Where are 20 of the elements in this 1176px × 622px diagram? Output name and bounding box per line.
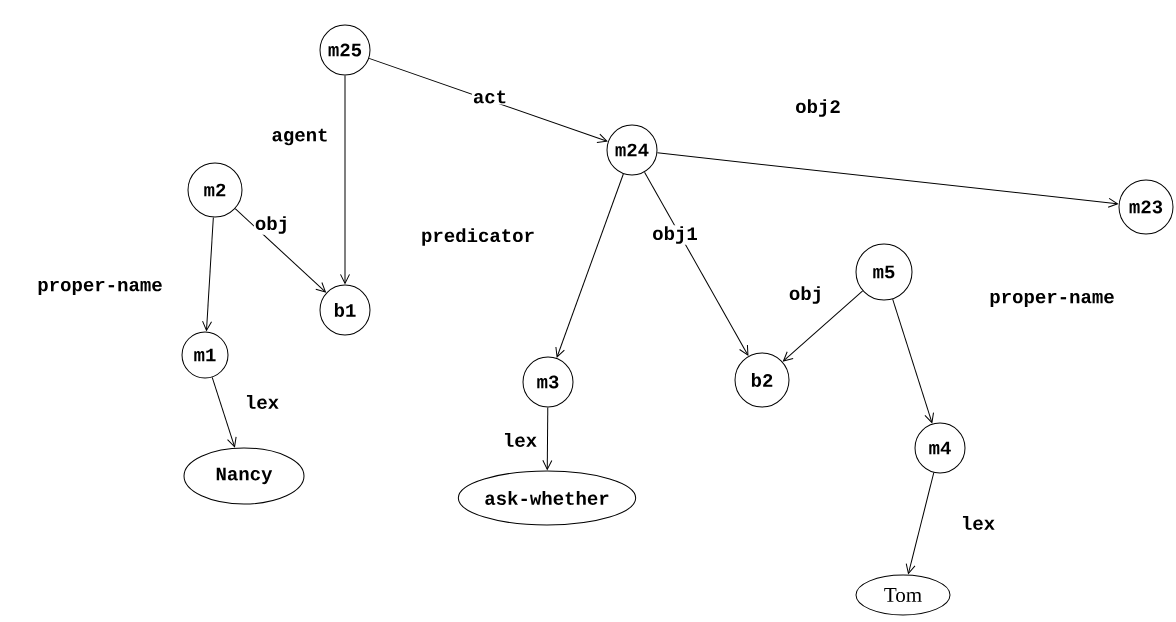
- edge-label: predicator: [420, 227, 536, 247]
- edge-label: obj: [253, 215, 291, 235]
- edge-label: obj1: [651, 225, 699, 245]
- arrow: [555, 173, 624, 358]
- arrow: [368, 57, 608, 144]
- arrow: [644, 171, 749, 356]
- edge-label: lex: [501, 432, 539, 448]
- arrow: [211, 376, 237, 448]
- arrow: [782, 290, 864, 362]
- edge-label: obj: [787, 285, 825, 305]
- arrow: [656, 152, 1119, 208]
- edge-label: lex: [959, 515, 997, 531]
- arrow: [340, 75, 350, 284]
- arrow: [892, 298, 934, 424]
- arrow: [202, 216, 214, 331]
- edge-label: obj2: [794, 98, 842, 118]
- arrow: [542, 407, 553, 470]
- arrow: [905, 472, 935, 575]
- edge-label: lex: [243, 394, 281, 410]
- arrow: [234, 208, 326, 293]
